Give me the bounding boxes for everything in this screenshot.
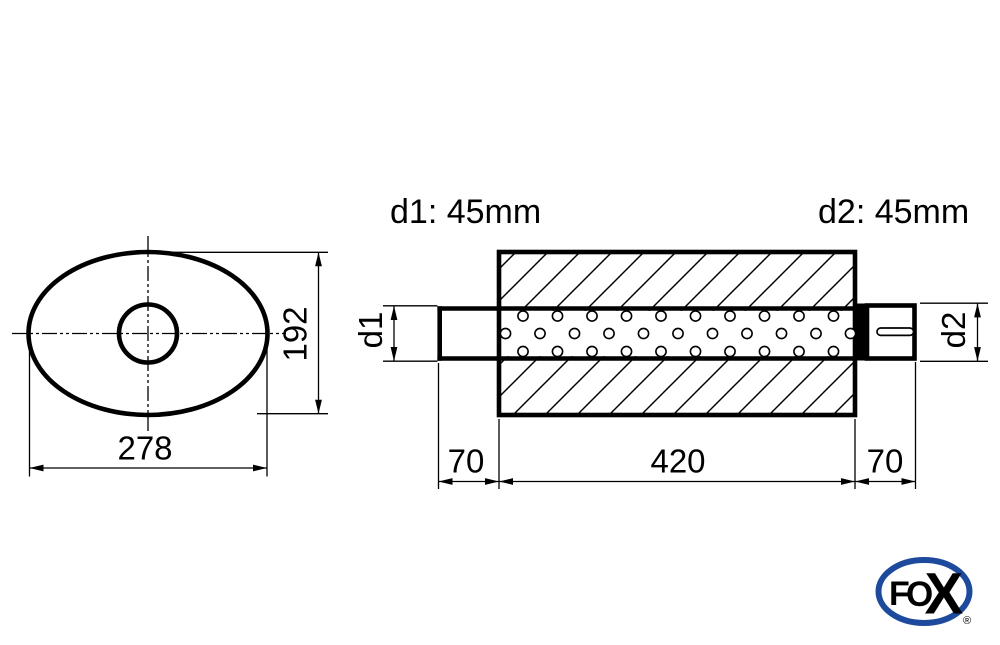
perforation-hole: [551, 310, 564, 322]
height-dim-label: 192: [277, 306, 314, 361]
perforation-hole: [844, 327, 857, 340]
perforation-hole: [689, 345, 702, 358]
perforation-hole: [655, 310, 667, 322]
outlet-weld-ring: [856, 303, 865, 361]
registered-mark: ®: [963, 615, 971, 627]
dim-width-278: 278: [28, 336, 268, 477]
dim-height-192: 192: [143, 251, 328, 415]
outlet-length-label: 70: [867, 443, 904, 480]
perforation-hole: [689, 310, 702, 322]
inner-pipe-circle: [116, 302, 180, 365]
perforation-hole: [637, 327, 650, 340]
perforation-hole: [758, 310, 771, 322]
inlet-diameter-label: d1: [352, 312, 389, 349]
logo-letter-f: F: [889, 575, 910, 613]
perforation-hole: [568, 327, 581, 340]
perforation-hole: [499, 327, 512, 340]
fox-logo: F O X ®: [875, 557, 973, 627]
perforation-hole: [827, 310, 840, 322]
perforation-hole: [793, 310, 805, 322]
perforation-hole: [620, 345, 633, 358]
perforation-hole: [706, 327, 719, 340]
front-view: 192 278: [12, 236, 328, 477]
outlet-diameter-label: d2: [935, 312, 972, 349]
perforation-hole: [827, 345, 840, 358]
width-dim-label: 278: [117, 430, 172, 467]
logo-ellipse: [875, 557, 973, 626]
perforation-hole: [603, 327, 615, 340]
perforation-hole: [517, 345, 529, 358]
perforation-hole: [793, 345, 805, 358]
perforation-hole: [724, 310, 736, 322]
perforation-holes: [499, 310, 857, 358]
perforation-hole: [534, 327, 546, 340]
perforation-hole: [724, 345, 736, 358]
perforation-hole: [620, 310, 633, 322]
body-length-label: 420: [650, 443, 705, 480]
perforation-hole: [655, 345, 667, 358]
perforation-hole: [741, 327, 753, 340]
perforation-hole: [517, 310, 529, 322]
perforation-hole: [586, 310, 598, 322]
perforation-hole: [586, 345, 598, 358]
perforation-hole: [672, 327, 684, 340]
logo-letter-x: X: [925, 562, 964, 627]
dim-inlet-d1: d1: [352, 305, 438, 362]
clamp-slot: [876, 327, 915, 337]
perforation-hole: [810, 327, 822, 340]
inlet-spec-label: d1: 45mm: [390, 193, 541, 231]
dim-lengths: 70 420 70: [437, 362, 917, 489]
perforation-hole: [551, 345, 564, 358]
inlet-length-label: 70: [448, 443, 485, 480]
perforation-hole: [775, 327, 788, 340]
dim-outlet-d2: d2: [920, 302, 988, 362]
logo-letter-o: O: [906, 575, 933, 614]
outlet-spec-label: d2: 45mm: [818, 193, 969, 231]
perforation-hole: [758, 345, 771, 358]
side-view: d1 d2 70 420 70 d1: 45mm d2: 45mm: [352, 193, 988, 489]
